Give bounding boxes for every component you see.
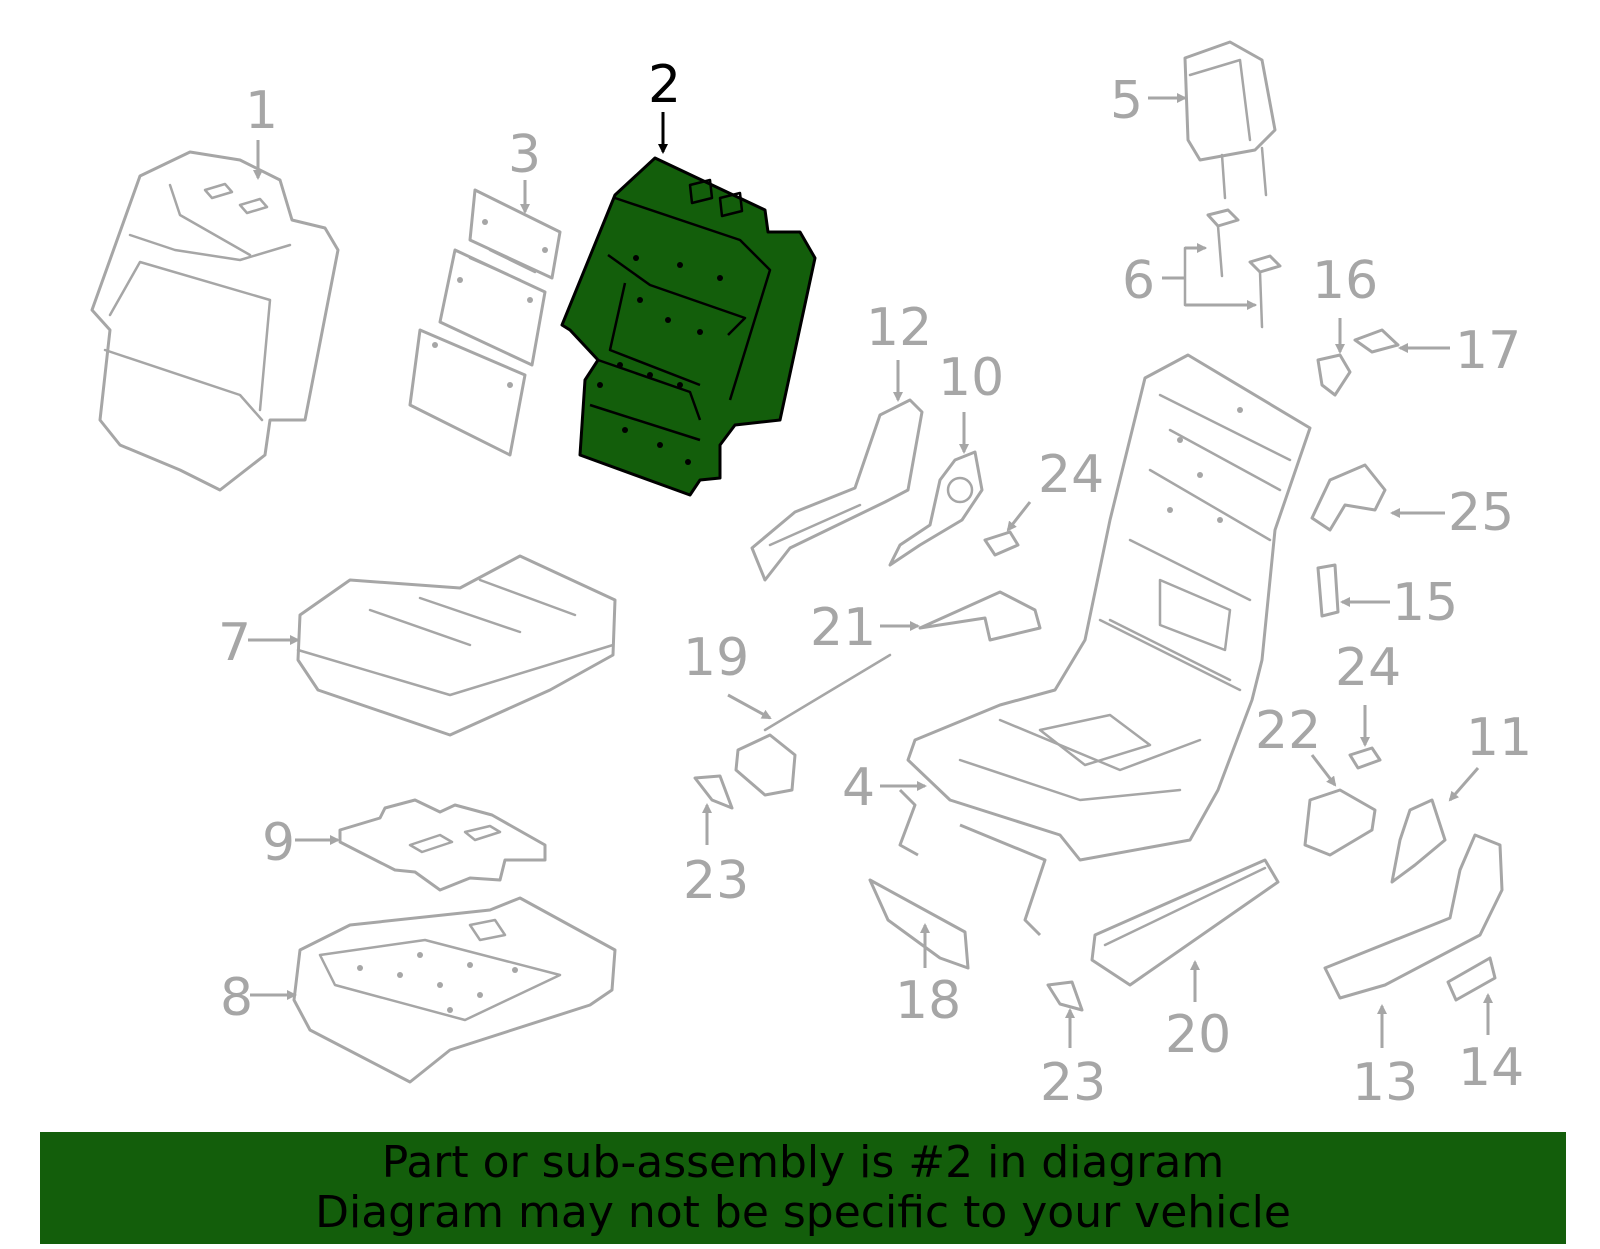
callout-21[interactable]: 21 bbox=[810, 598, 876, 658]
callout-15[interactable]: 15 bbox=[1392, 573, 1458, 633]
callout-4[interactable]: 4 bbox=[842, 758, 875, 818]
part-24-clip-a[interactable] bbox=[983, 530, 1020, 557]
part-19-cable[interactable] bbox=[734, 653, 892, 797]
callout-20[interactable]: 20 bbox=[1165, 1005, 1231, 1065]
callout-23b[interactable]: 23 bbox=[1040, 1053, 1106, 1113]
callout-19[interactable]: 19 bbox=[683, 628, 749, 688]
callout-24b[interactable]: 24 bbox=[1335, 638, 1401, 698]
callout-11[interactable]: 11 bbox=[1466, 708, 1532, 768]
part-17-clip[interactable] bbox=[1353, 328, 1400, 354]
part-20-track-cover[interactable] bbox=[1090, 858, 1280, 987]
callout-14[interactable]: 14 bbox=[1458, 1038, 1524, 1098]
part-1-seatback-cover[interactable] bbox=[90, 150, 340, 492]
callout-2[interactable]: 2 bbox=[648, 55, 681, 115]
callout-labels: 1 2 3 5 6 16 17 12 10 24 25 15 21 19 24 … bbox=[218, 55, 1532, 1113]
part-23-clip-a[interactable] bbox=[693, 774, 734, 810]
callout-23a[interactable]: 23 bbox=[683, 851, 749, 911]
part-3-seatback-panel[interactable] bbox=[408, 188, 562, 457]
callout-3[interactable]: 3 bbox=[508, 125, 541, 185]
part-21-bracket[interactable] bbox=[918, 590, 1042, 642]
part-7-cushion-cover[interactable] bbox=[296, 554, 617, 737]
callout-5[interactable]: 5 bbox=[1110, 71, 1143, 131]
part-23-clip-b[interactable] bbox=[1046, 980, 1084, 1012]
callout-10[interactable]: 10 bbox=[938, 348, 1004, 408]
part-11-trim[interactable] bbox=[1390, 798, 1447, 884]
part-12-side-shield[interactable] bbox=[750, 398, 924, 582]
callout-arrows bbox=[248, 93, 1493, 1048]
part-4-seat-frame[interactable] bbox=[898, 353, 1312, 937]
callout-18[interactable]: 18 bbox=[895, 971, 961, 1031]
part-6-headrest-guides[interactable] bbox=[1183, 208, 1282, 329]
part-5-headrest[interactable] bbox=[1183, 40, 1277, 200]
info-banner: Part or sub-assembly is #2 in diagram Di… bbox=[40, 1132, 1566, 1244]
part-9-cushion-pad[interactable] bbox=[338, 798, 547, 892]
banner-line-2: Diagram may not be specific to your vehi… bbox=[315, 1187, 1291, 1238]
part-24-clip-b[interactable] bbox=[1348, 746, 1382, 770]
callout-1[interactable]: 1 bbox=[245, 81, 278, 141]
part-10-recliner[interactable] bbox=[888, 450, 984, 567]
banner-line-1: Part or sub-assembly is #2 in diagram bbox=[381, 1137, 1225, 1188]
callout-24a[interactable]: 24 bbox=[1038, 445, 1104, 505]
part-18-track-cover[interactable] bbox=[868, 878, 970, 970]
callout-13[interactable]: 13 bbox=[1352, 1053, 1418, 1113]
part-15-switch[interactable] bbox=[1316, 563, 1340, 618]
callout-12[interactable]: 12 bbox=[866, 298, 932, 358]
callout-22[interactable]: 22 bbox=[1255, 701, 1321, 761]
callout-25[interactable]: 25 bbox=[1448, 483, 1514, 543]
part-25-bracket[interactable] bbox=[1310, 463, 1387, 532]
part-16-clip[interactable] bbox=[1316, 353, 1352, 397]
part-14-trim-piece[interactable] bbox=[1446, 956, 1497, 1002]
callout-6[interactable]: 6 bbox=[1122, 251, 1155, 311]
part-8-cushion-frame[interactable] bbox=[292, 896, 617, 1084]
part-13-side-trim[interactable] bbox=[1323, 833, 1504, 1000]
callout-8[interactable]: 8 bbox=[220, 968, 253, 1028]
callout-7[interactable]: 7 bbox=[218, 613, 251, 673]
callout-17[interactable]: 17 bbox=[1455, 321, 1521, 381]
callout-9[interactable]: 9 bbox=[262, 813, 295, 873]
callout-16[interactable]: 16 bbox=[1312, 251, 1378, 311]
part-22-cover[interactable] bbox=[1303, 788, 1377, 857]
part-2-seatback-frame[interactable] bbox=[560, 156, 817, 497]
